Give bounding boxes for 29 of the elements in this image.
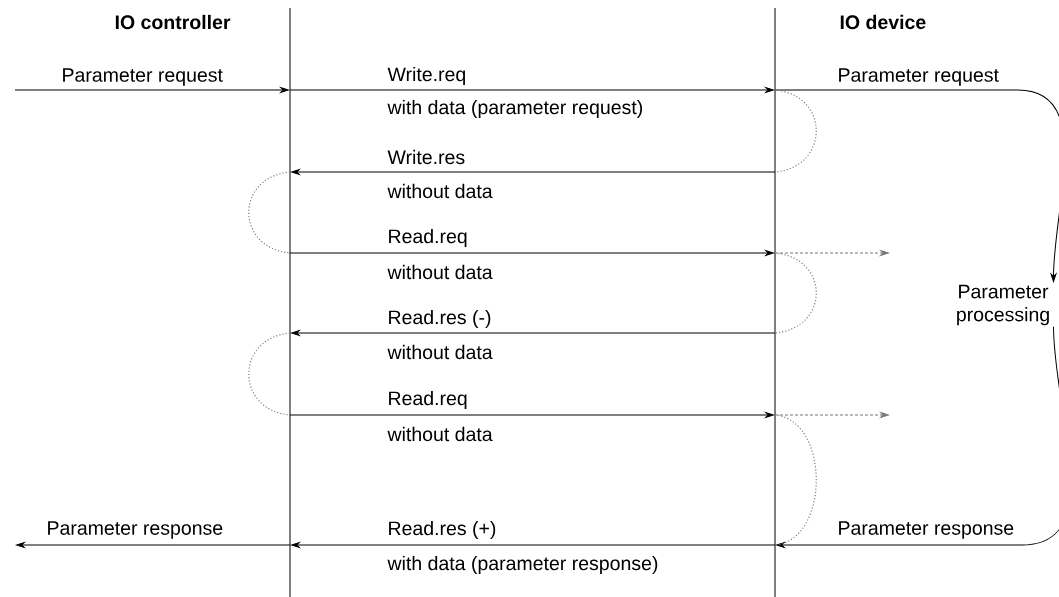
arrow	[16, 542, 291, 548]
arrow	[774, 250, 889, 256]
edge-label: Parameter response	[45, 520, 225, 540]
message-note: with data (parameter request)	[387, 99, 643, 119]
process-label: Parameter processing	[957, 284, 1049, 326]
arrow	[291, 169, 776, 175]
edge-label: Write.res	[386, 148, 467, 166]
arrow	[774, 412, 889, 418]
arrow	[289, 412, 774, 418]
edge-label: Read.res (-)	[386, 308, 493, 330]
edge-label: Write.req	[386, 65, 468, 87]
edge-label: Parameter request	[836, 67, 1000, 87]
arrow	[289, 250, 774, 256]
edge-label: Read.req	[386, 227, 469, 249]
arrow	[289, 87, 774, 93]
message-note: without data	[387, 344, 493, 360]
message-note: with data (parameter response)	[387, 555, 658, 575]
message-note: without data	[387, 264, 493, 280]
arrow	[291, 542, 776, 548]
edge-label: Read.req	[386, 389, 469, 411]
edge-label: Read.res (+)	[386, 519, 498, 541]
arrow	[291, 330, 776, 336]
arrow	[774, 89, 1059, 283]
edge-label: Parameter response	[836, 520, 1016, 540]
edge-label: Parameter request	[60, 67, 224, 87]
arrow	[776, 326, 1059, 548]
message-note: without data	[387, 183, 493, 199]
arrow	[14, 87, 289, 93]
message-note: without data	[387, 426, 493, 442]
